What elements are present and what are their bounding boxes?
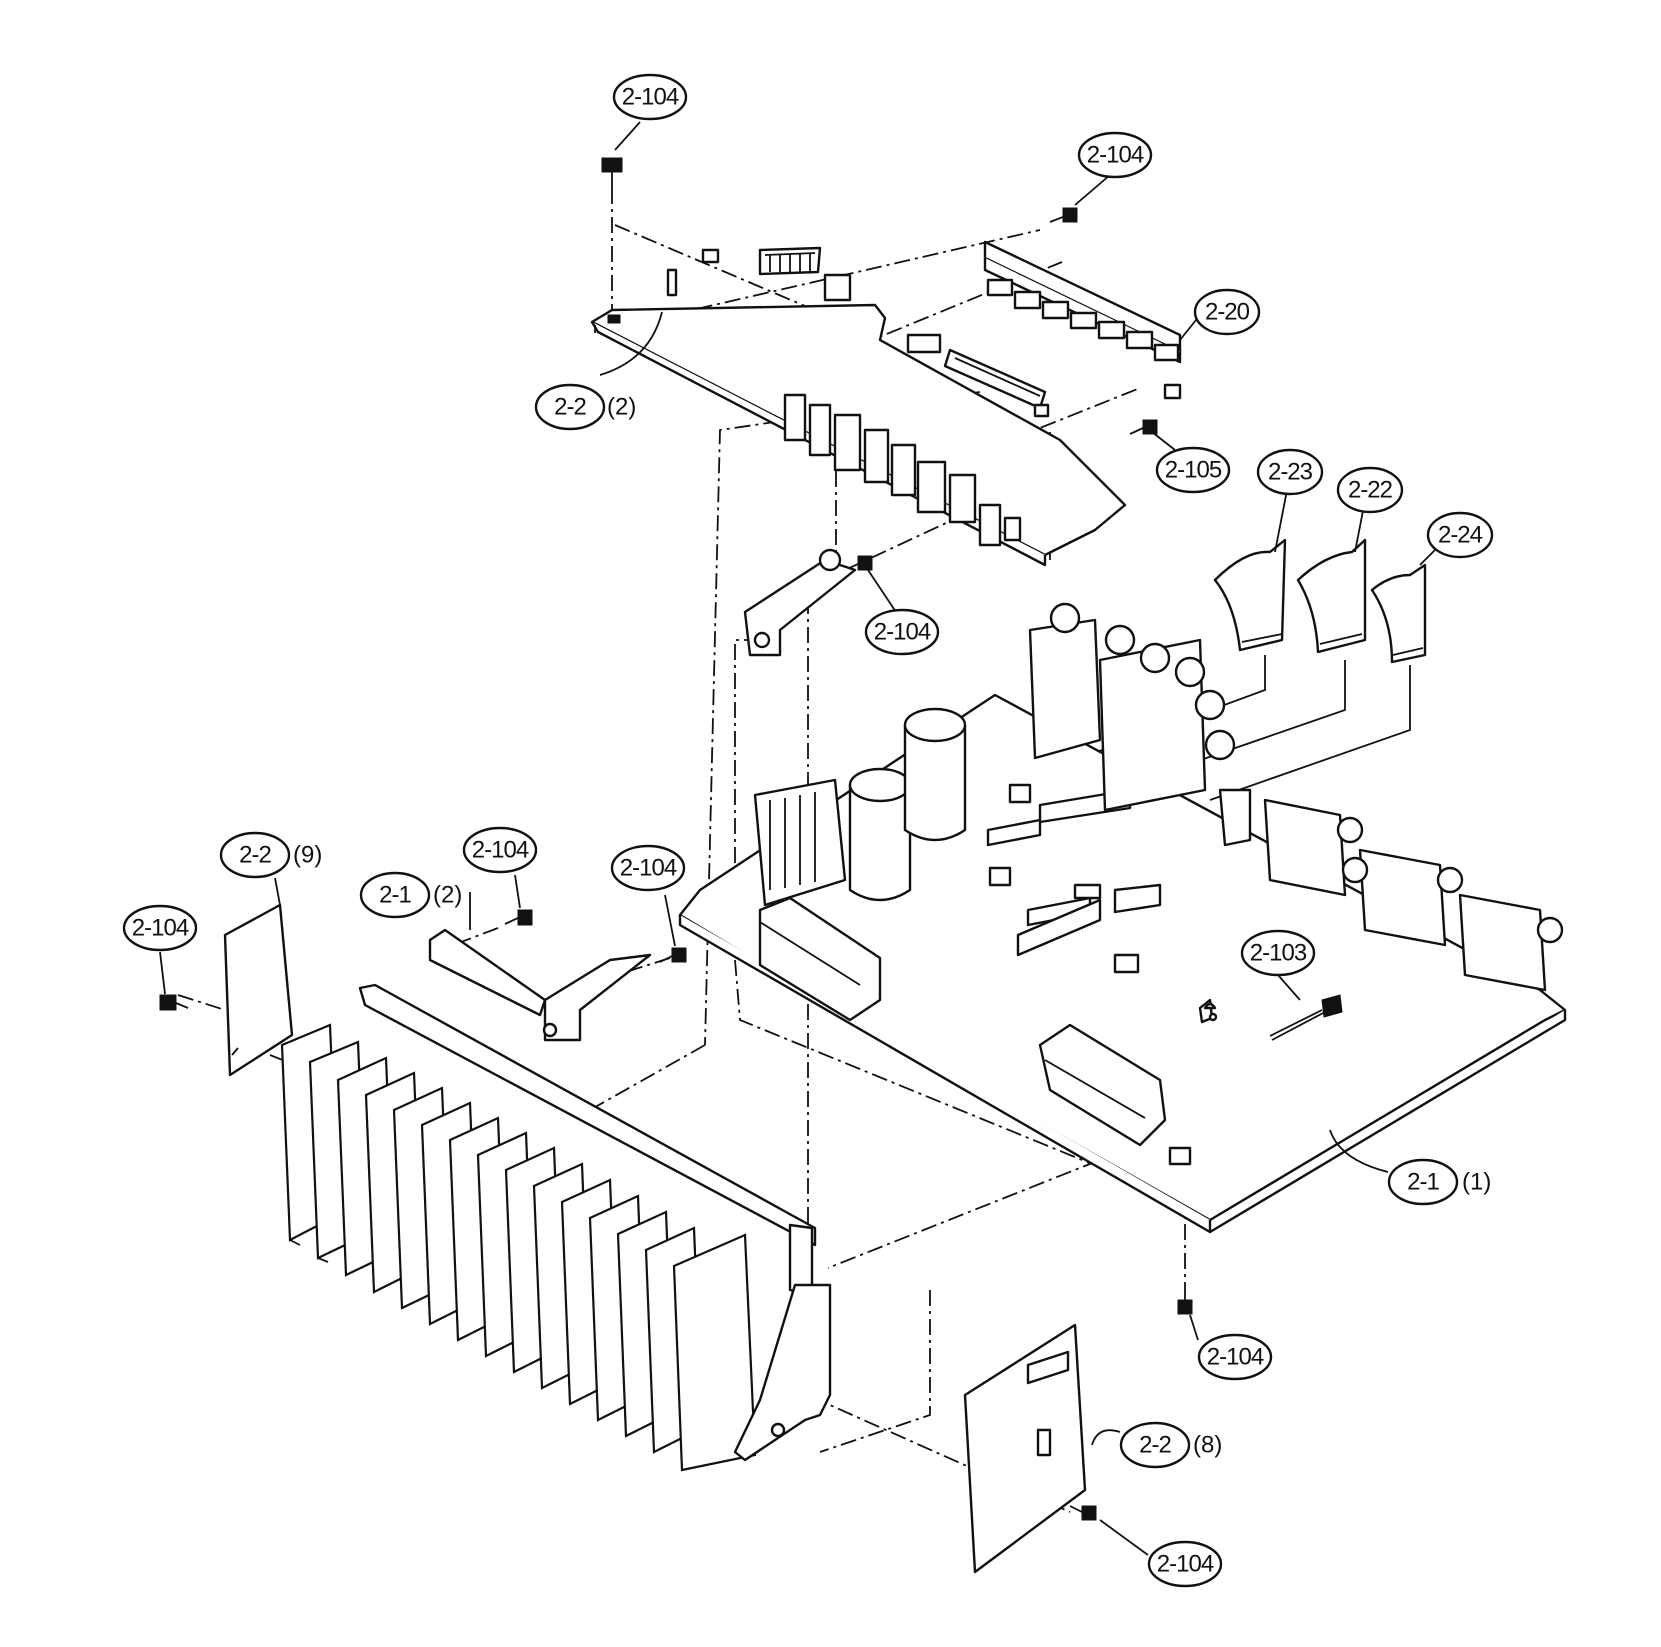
screw-2-105 [1129, 419, 1158, 435]
callout-label: 2-1 [1407, 1169, 1439, 1196]
part-callouts: 2-104 2-104 2-20 2-2 (2) 2-105 2-23 2-22 [122, 73, 1494, 1588]
callout-label: 2-104 [1157, 1551, 1214, 1578]
power-module-left [758, 896, 882, 1022]
transformer-block [753, 778, 847, 907]
callout-2-104: 2-104 [462, 826, 538, 874]
callout-label: 2-104 [1087, 142, 1144, 169]
callout-2-1-1: 2-1 (1) [1387, 1158, 1491, 1206]
callout-2-104: 2-104 [1147, 1540, 1223, 1588]
side-pcb-board-8 [963, 1323, 1087, 1574]
callout-quantity: (8) [1193, 1432, 1222, 1459]
callout-quantity: (2) [607, 394, 636, 421]
screws [159, 157, 1343, 1521]
callout-2-104: 2-104 [122, 904, 198, 952]
callout-2-23: 2-23 [1256, 448, 1324, 496]
callout-label: 2-2 [554, 394, 586, 421]
callout-label: 2-103 [1250, 940, 1307, 967]
callout-2-24: 2-24 [1426, 511, 1494, 559]
transistor-row [783, 393, 1022, 547]
callout-label: 2-24 [1438, 522, 1483, 549]
power-module-right [1038, 1023, 1167, 1147]
callout-2-1-2: 2-1 (2) [359, 871, 462, 919]
callout-2-104: 2-104 [610, 844, 686, 892]
callout-2-103: 2-103 [1240, 929, 1316, 977]
callout-2-104: 2-104 [612, 73, 688, 121]
callout-label: 2-104 [620, 855, 677, 882]
callout-2-2-2: 2-2 (2) [534, 383, 636, 431]
callout-label: 2-2 [1139, 1432, 1171, 1459]
upper-pcb-board [590, 246, 1127, 567]
bracket-lower [733, 1283, 832, 1462]
callout-label: 2-104 [472, 837, 529, 864]
callout-quantity: (2) [433, 882, 462, 909]
screw-2-103 [1269, 994, 1343, 1041]
screw-bottom-right [1069, 1505, 1097, 1521]
callout-quantity: (9) [293, 842, 322, 869]
callout-label: 2-1 [379, 882, 411, 909]
callout-2-20: 2-20 [1193, 288, 1261, 336]
side-pcb-board-9 [223, 903, 294, 1077]
callout-2-2-8: 2-2 (8) [1119, 1421, 1222, 1469]
bracket-upper [743, 548, 857, 657]
callout-label: 2-104 [874, 619, 931, 646]
jack-terminal-blocks [1028, 602, 1564, 992]
screw-heatsink [659, 947, 687, 963]
callout-2-104: 2-104 [1197, 1333, 1273, 1381]
callout-label: 2-104 [132, 915, 189, 942]
callout-label: 2-104 [622, 84, 679, 111]
callout-2-2-9: 2-2 (9) [219, 831, 322, 879]
callout-label: 2-2 [239, 842, 271, 869]
callout-label: 2-20 [1205, 299, 1250, 326]
callout-label: 2-23 [1268, 459, 1313, 486]
callout-2-104: 2-104 [864, 608, 940, 656]
callout-label: 2-104 [1207, 1344, 1264, 1371]
screw-bottom-mid [1177, 1285, 1193, 1315]
callout-label: 2-22 [1348, 477, 1393, 504]
callout-2-104: 2-104 [1077, 131, 1153, 179]
callout-quantity: (1) [1462, 1169, 1491, 1196]
screw-bracket [857, 555, 873, 571]
callout-2-105: 2-105 [1155, 446, 1231, 494]
connector-bracket-strip [983, 240, 1182, 400]
callout-2-22: 2-22 [1336, 466, 1404, 514]
callout-label: 2-105 [1165, 457, 1222, 484]
capacitors [848, 707, 967, 902]
screw-2-1-2 [504, 909, 533, 926]
screw-left-far [159, 994, 189, 1011]
bracket-2-1-2 [428, 928, 652, 1042]
screw-top-left [601, 157, 623, 188]
flat-cables [1074, 538, 1427, 801]
screw-top-right [1049, 207, 1078, 223]
heat-sink [280, 983, 817, 1472]
